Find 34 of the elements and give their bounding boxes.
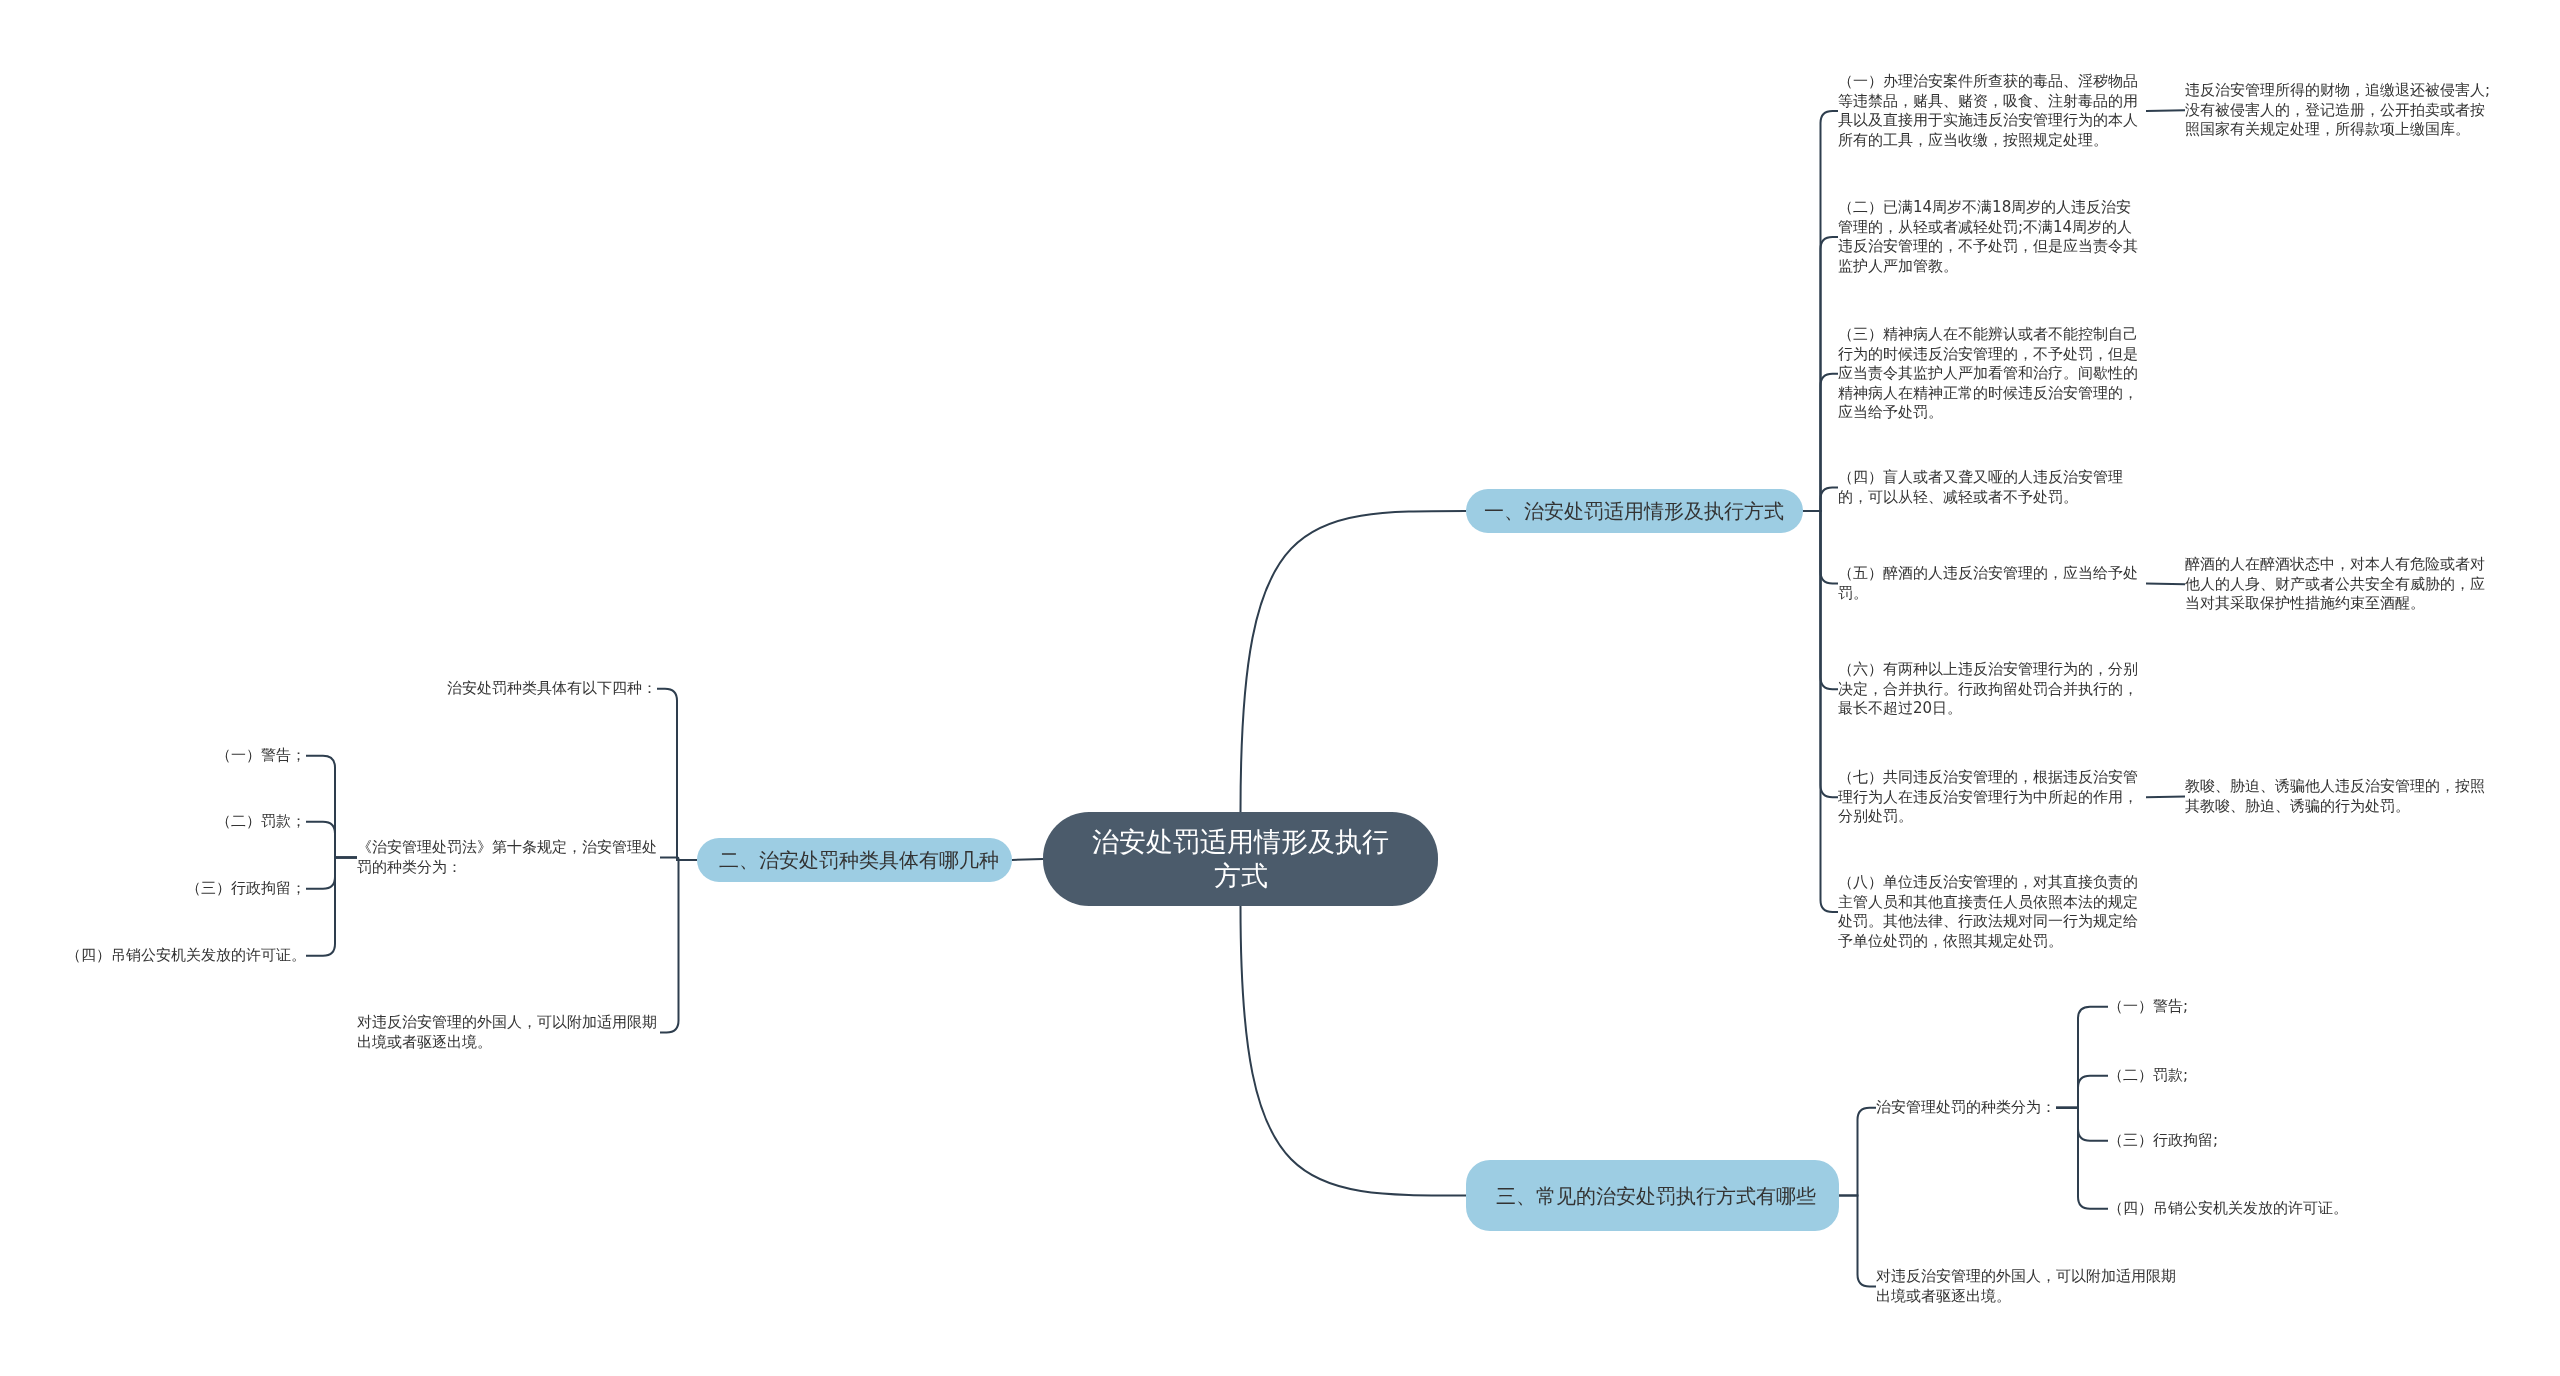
topic-text: （八）单位违反治安管理的，对其直接负责的主管人员和其他直接责任人员依照本法的规定处罚。其他法律、行政法规对同一行为规定给予单位处罚的，依照其规定处罚。	[1838, 873, 2146, 951]
topic-text: （五）醉酒的人违反治安管理的，应当给予处罚。	[1838, 564, 2146, 603]
topic-text: （六）有两种以上违反治安管理行为的，分别决定，合并执行。行政拘留处罚合并执行的，最长不超过20日。	[1838, 660, 2146, 719]
topic-text: 治安处罚种类具体有以下四种：	[357, 679, 657, 699]
branch-topic: 一、治安处罚适用情形及执行方式	[1466, 489, 1803, 533]
topic-text: 《治安管理处罚法》第十条规定，治安管理处罚的种类分为：	[357, 838, 660, 877]
connector-line	[1239, 510, 1467, 813]
topic-text: （二）罚款；	[60, 812, 306, 832]
topic-text: （二）罚款;	[2108, 1066, 2368, 1086]
topic-text: 教唆、胁迫、诱骗他人违反治安管理的，按照其教唆、胁迫、诱骗的行为处罚。	[2185, 777, 2495, 816]
connector-line	[2145, 795, 2186, 799]
connector-line	[1011, 858, 1044, 861]
topic-text: （一）警告；	[60, 746, 306, 766]
topic-text: 醉酒的人在醉酒状态中，对本人有危险或者对他人的人身、财产或者公共安全有威胁的，应当对其采取保护性措施约束至酒醒。	[2185, 555, 2495, 614]
topic-text: 治安管理处罚的种类分为：	[1876, 1098, 2056, 1118]
topic-text: （一）办理治安案件所查获的毒品、淫秽物品等违禁品，赌具、赌资，吸食、注射毒品的用具以及直接用于实施违反治安管理行为的本人所有的工具，应当收缴，按照规定处理。	[1838, 72, 2146, 150]
topic-text: （三）行政拘留;	[2108, 1131, 2368, 1151]
topic-text: （七）共同违反治安管理的，根据违反治安管理行为人在违反治安管理行为中所起的作用，分别处罚。	[1838, 768, 2146, 827]
topic-text: （四）盲人或者又聋又哑的人违反治安管理的，可以从轻、减轻或者不予处罚。	[1838, 468, 2146, 507]
connector-line	[2145, 582, 2186, 586]
topic-text: 对违反治安管理的外国人，可以附加适用限期出境或者驱逐出境。	[357, 1013, 660, 1052]
connector-line	[2145, 109, 2186, 112]
branch-topic: 二、治安处罚种类具体有哪几种	[697, 838, 1012, 882]
connector-line	[1239, 905, 1467, 1197]
topic-text: 违反治安管理所得的财物，追缴退还被侵害人;没有被侵害人的，登记造册，公开拍卖或者按照国家有关规定处理，所得款项上缴国库。	[2185, 81, 2495, 140]
topic-text: （一）警告;	[2108, 997, 2368, 1017]
central-topic: 治安处罚适用情形及执行方式	[1043, 812, 1438, 906]
topic-text: （二）已满14周岁不满18周岁的人违反治安管理的，从轻或者减轻处罚;不满14周岁的人违反治安管理的，不予处罚，但是应当责令其监护人严加管教。	[1838, 198, 2146, 276]
topic-text: （三）精神病人在不能辨认或者不能控制自己行为的时候违反治安管理的，不予处罚，但是应当责令其监护人严加看管和治疗。间歇性的精神病人在精神正常的时候违反治安管理的，应当给予处罚。	[1838, 325, 2146, 423]
topic-text: （四）吊销公安机关发放的许可证。	[2108, 1199, 2368, 1219]
topic-text: 对违反治安管理的外国人，可以附加适用限期出境或者驱逐出境。	[1876, 1267, 2186, 1306]
topic-text: （三）行政拘留；	[60, 879, 306, 899]
topic-text: （四）吊销公安机关发放的许可证。	[60, 946, 306, 966]
branch-topic: 三、常见的治安处罚执行方式有哪些	[1466, 1160, 1839, 1231]
